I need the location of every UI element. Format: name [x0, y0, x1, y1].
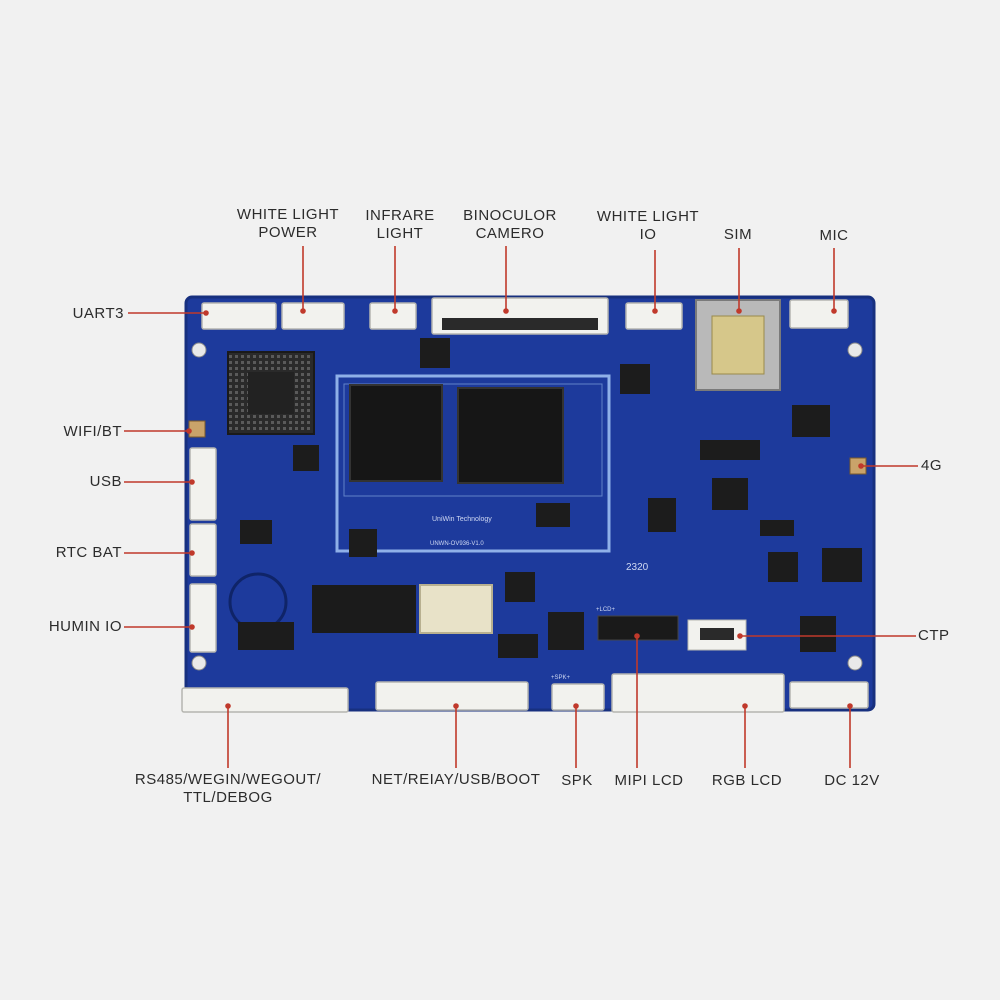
- usb-connector: [189, 447, 217, 521]
- callout-usb: USB: [89, 473, 122, 490]
- dc-12v-connector: [789, 681, 869, 709]
- leader-lines: [124, 246, 918, 768]
- callout-rgb-lcd: RGB LCD: [711, 772, 783, 789]
- callout-humin-io: HUMIN IO: [48, 618, 122, 635]
- mic-connector: [789, 299, 849, 329]
- leader-endpoints: [186, 308, 864, 709]
- callout-uart3: UART3: [72, 305, 124, 322]
- lcd-silkscreen: +LCD+: [596, 607, 616, 613]
- wifi-antenna-pad: [188, 420, 206, 438]
- white-light-io-connector: [625, 302, 683, 330]
- rgb-lcd-connector: [611, 673, 785, 713]
- callout-4g: 4G: [921, 457, 943, 474]
- net-relay-connector: [375, 681, 529, 711]
- brand-silkscreen: UniWin Technology: [432, 516, 492, 523]
- callout-binoculor-camero: BINOCULOR CAMERO: [463, 207, 557, 242]
- callout-white-light-power: WHITE LIGHT POWER: [236, 206, 340, 241]
- soc-chip: [457, 387, 564, 484]
- callout-dc-12v: DC 12V: [824, 772, 880, 789]
- rs485-connector: [181, 687, 349, 713]
- mounting-holes: [191, 342, 863, 671]
- core-module-outline: [335, 374, 611, 553]
- uart3-connector: [201, 302, 277, 330]
- callout-wifi-bt: WIFI/BT: [63, 423, 122, 440]
- relay: [419, 584, 493, 634]
- spk-connector: [551, 683, 605, 711]
- callout-mipi-lcd: MIPI LCD: [614, 772, 684, 789]
- callout-infrare-light: INFRARE LIGHT: [365, 207, 435, 242]
- callout-sim: SIM: [723, 226, 753, 243]
- humin-io-connector: [189, 583, 217, 653]
- callout-rs485: RS485/WEGIN/WEGOUT/ TTL/DEBOG: [134, 771, 322, 806]
- code-silkscreen: 2320: [626, 562, 649, 573]
- callout-rtc-bat: RTC BAT: [55, 544, 122, 561]
- white-light-power-connector: [281, 302, 345, 330]
- spk-silkscreen: +SPK+: [551, 675, 571, 681]
- infrare-light-connector: [369, 302, 417, 330]
- rtc-bat-connector: [189, 523, 217, 577]
- callout-spk: SPK: [561, 772, 593, 789]
- callout-mic: MIC: [819, 227, 849, 244]
- callout-white-light-io: WHITE LIGHT IO: [596, 208, 700, 243]
- model-silkscreen: UNWN-OV936-V1.0: [430, 541, 484, 547]
- callout-net-relay: NET/REIAY/USB/BOOT: [371, 771, 541, 788]
- callout-ctp: CTP: [918, 627, 950, 644]
- ethernet-transformer: [312, 585, 416, 633]
- memory-chip: [349, 384, 443, 482]
